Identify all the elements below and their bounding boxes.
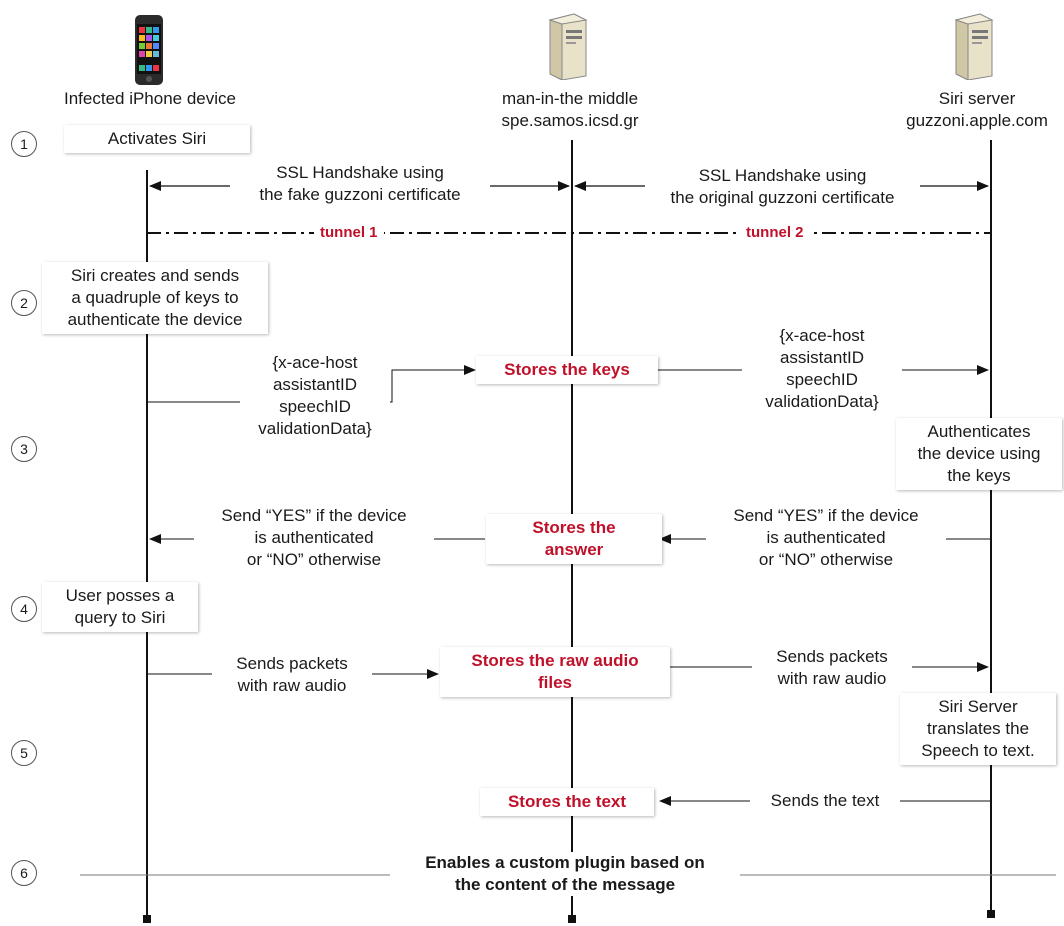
lifeline-end-iphone xyxy=(143,915,151,923)
step-4: 4 xyxy=(11,596,37,622)
note-activates-siri: Activates Siri xyxy=(64,125,250,153)
step-1: 1 xyxy=(11,131,37,157)
msg-sends-text: Sends the text xyxy=(750,790,900,812)
server-icon-mitm xyxy=(548,13,588,80)
server-icon-siri xyxy=(954,13,994,80)
mitm-stores-text: Stores the text xyxy=(480,788,654,816)
iphone-icon xyxy=(135,15,163,85)
lifeline-end-siri xyxy=(987,910,995,918)
step-5: 5 xyxy=(11,740,37,766)
tunnel-1-label: tunnel 1 xyxy=(314,224,384,241)
step-6: 6 xyxy=(11,860,37,886)
step-2: 2 xyxy=(11,290,37,316)
lifeline-end-mitm xyxy=(568,915,576,923)
mitm-stores-keys: Stores the keys xyxy=(476,356,658,384)
step-3: 3 xyxy=(11,436,37,462)
entity-iphone-label: Infected iPhone device xyxy=(63,89,236,108)
tunnel-2-label: tunnel 2 xyxy=(740,224,810,241)
